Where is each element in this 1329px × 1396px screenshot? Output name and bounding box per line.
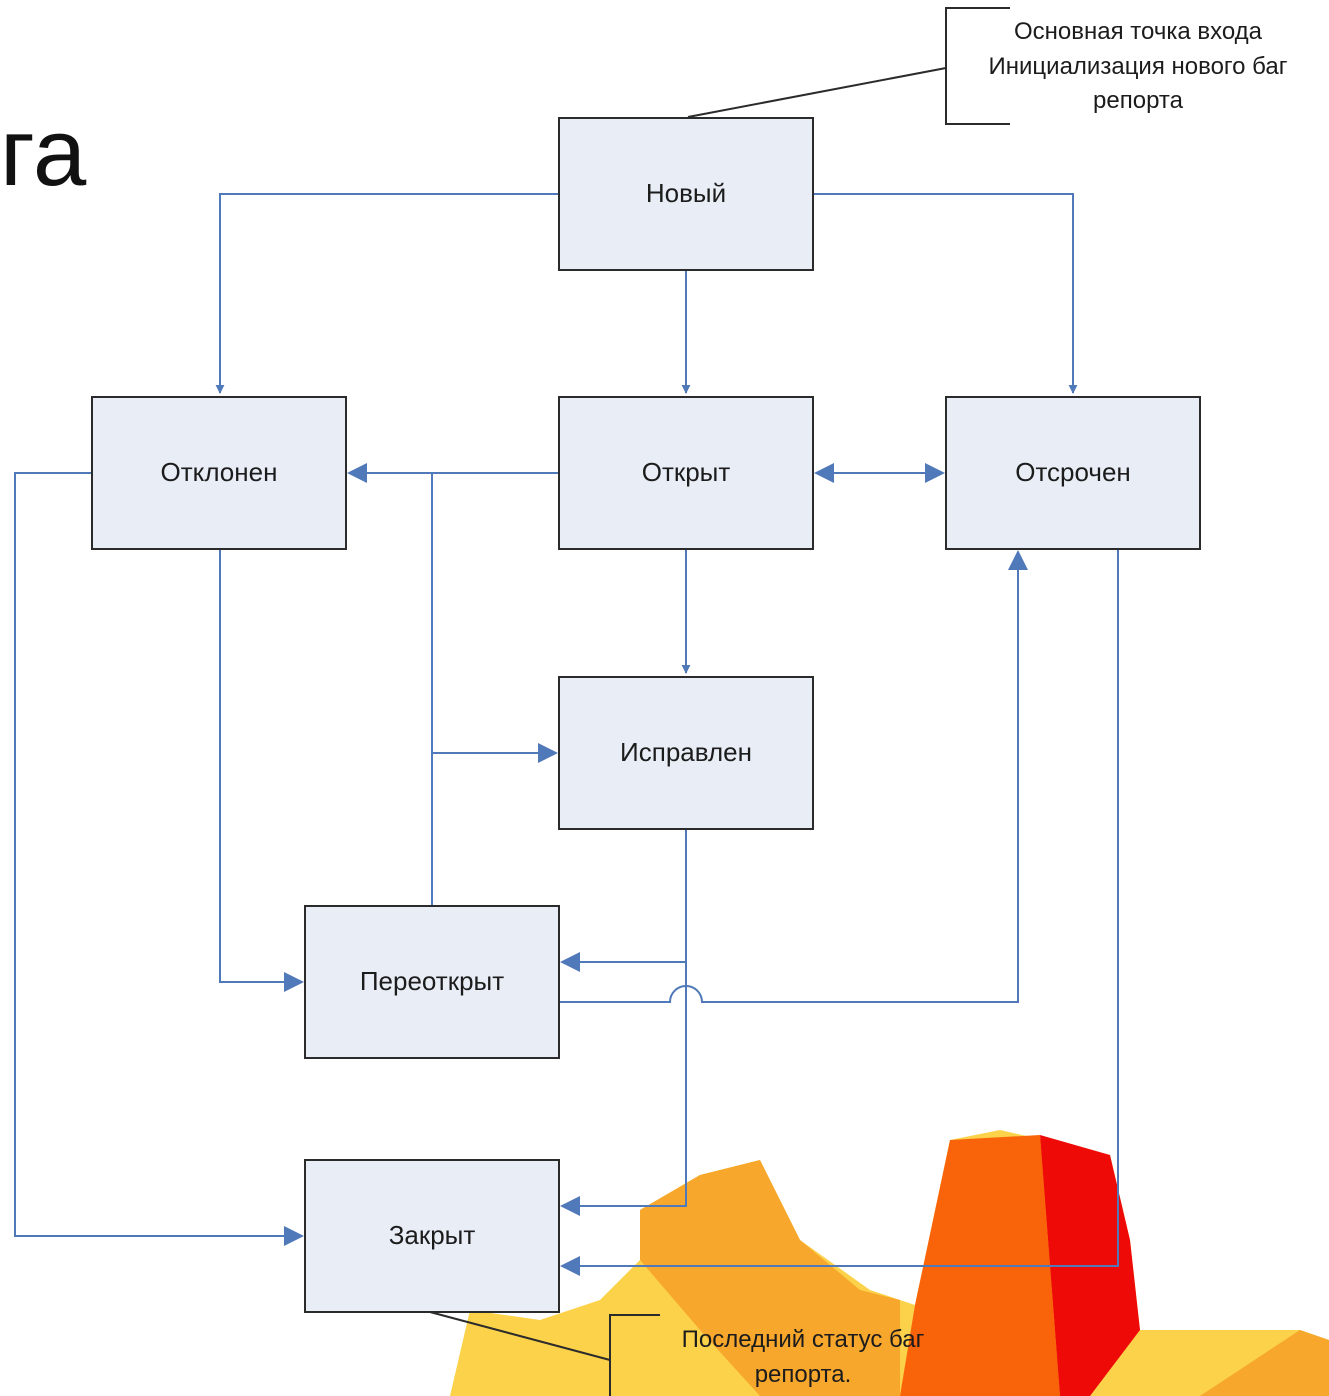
state-fixed-box[interactable] <box>558 676 814 830</box>
state-reopened-label: Переоткрыт <box>360 966 504 996</box>
connectors <box>14 193 1119 1276</box>
state-rejected-box[interactable] <box>91 396 347 550</box>
state-open-label: Открыт <box>642 457 731 487</box>
entry-note-line-1: Основная точка входа <box>1014 18 1263 45</box>
state-deferred-label: Отсрочен <box>1015 457 1131 487</box>
edge-fixed-to-reopened <box>560 829 687 972</box>
edge-rejected-to-closed <box>14 472 304 1246</box>
state-deferred-box[interactable] <box>945 396 1201 550</box>
title-fragment: га <box>0 99 87 206</box>
edge-new-to-deferred <box>813 193 1078 394</box>
final-note-leader <box>429 1311 611 1361</box>
edge-rejected-to-reopened <box>219 549 304 992</box>
state-open-box[interactable] <box>558 396 814 550</box>
final-note-line-2: репорта. <box>755 1361 852 1388</box>
entry-note: Основная точка входа Инициализация новог… <box>687 7 1288 125</box>
entry-note-leader <box>687 67 947 118</box>
final-note: Последний статус баг репорта. <box>429 1311 925 1396</box>
edge-deferred-to-closed <box>560 549 1119 1276</box>
final-note-bracket <box>609 1314 660 1396</box>
state-closed[interactable]: Закрыт <box>304 1159 560 1313</box>
state-fixed-label: Исправлен <box>620 737 752 767</box>
state-open[interactable]: Открыт <box>558 396 814 550</box>
state-rejected-label: Отклонен <box>161 457 278 487</box>
state-reopened-box[interactable] <box>304 905 560 1059</box>
edge-new-to-rejected <box>215 193 559 394</box>
edge-reopened-to-deferred <box>559 550 1028 1003</box>
state-reopened[interactable]: Переоткрыт <box>304 905 560 1059</box>
state-closed-label: Закрыт <box>389 1220 476 1250</box>
state-deferred[interactable]: Отсрочен <box>945 396 1201 550</box>
entry-note-line-3: репорта <box>1093 87 1184 114</box>
edge-fixed-to-closed <box>560 962 687 1216</box>
state-new[interactable]: Новый <box>558 117 814 271</box>
state-closed-box[interactable] <box>304 1159 560 1313</box>
decorative-gear-shape <box>450 1130 1329 1396</box>
state-new-label: Новый <box>646 178 726 208</box>
state-rejected[interactable]: Отклонен <box>91 396 347 550</box>
entry-note-bracket <box>945 7 1010 125</box>
state-fixed[interactable]: Исправлен <box>558 676 814 830</box>
state-new-box[interactable] <box>558 117 814 271</box>
entry-note-line-2: Инициализация нового баг <box>989 53 1288 80</box>
final-note-line-1: Последний статус баг <box>682 1326 925 1353</box>
